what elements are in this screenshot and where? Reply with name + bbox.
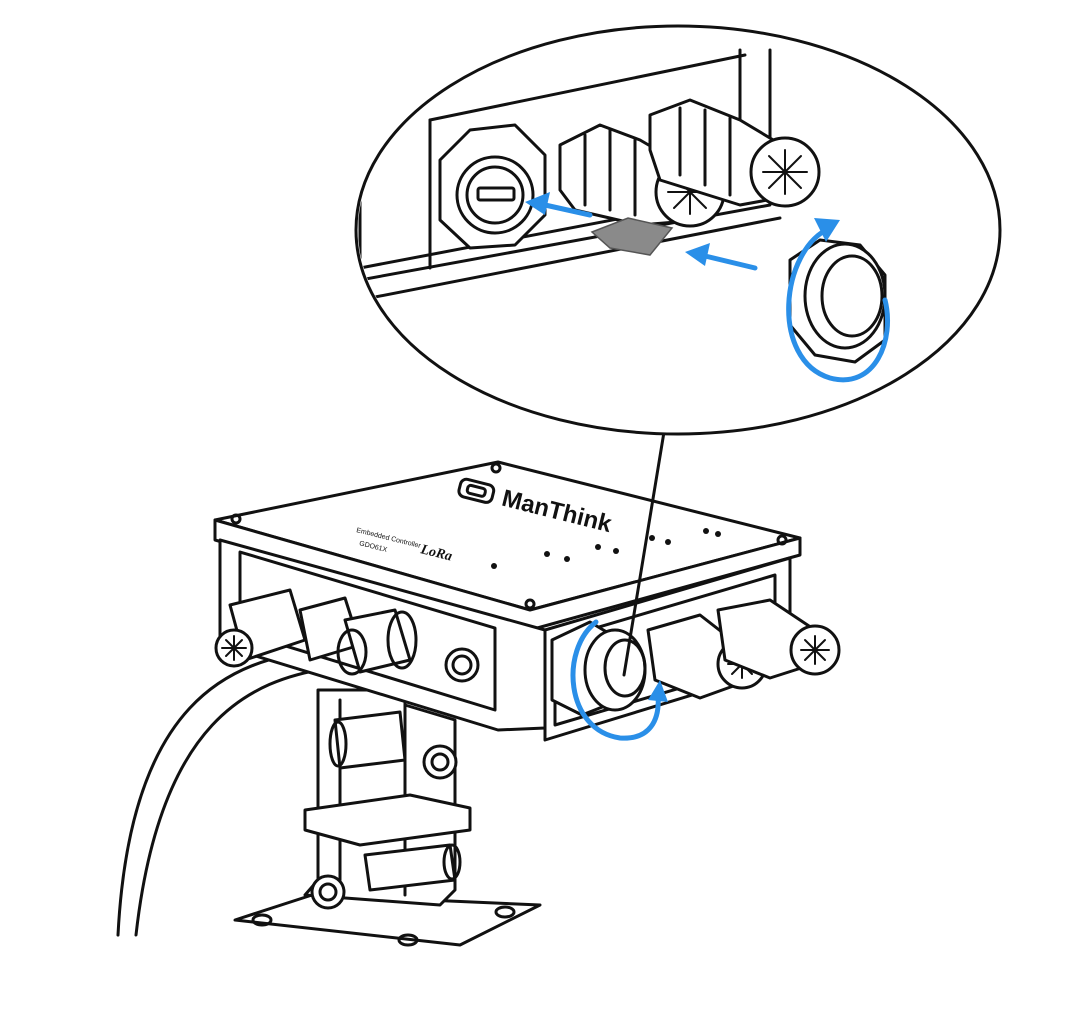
sd-slot [438, 123, 547, 250]
zoom-callout [354, 24, 1002, 677]
insert-arrow-icon [525, 192, 758, 271]
gateway-enclosure: ManThink Embedded Controller GDO61X LoRa [213, 460, 802, 742]
rotate-arrow-icon [570, 619, 661, 741]
cable [116, 648, 332, 937]
left-connectors [214, 588, 480, 683]
mounting-bracket [233, 688, 542, 947]
right-connectors [550, 598, 841, 741]
led-indicators [491, 528, 721, 569]
zoom-cap [786, 218, 891, 383]
sd-card-icon [590, 217, 674, 256]
zoom-connector-2 [648, 98, 821, 208]
